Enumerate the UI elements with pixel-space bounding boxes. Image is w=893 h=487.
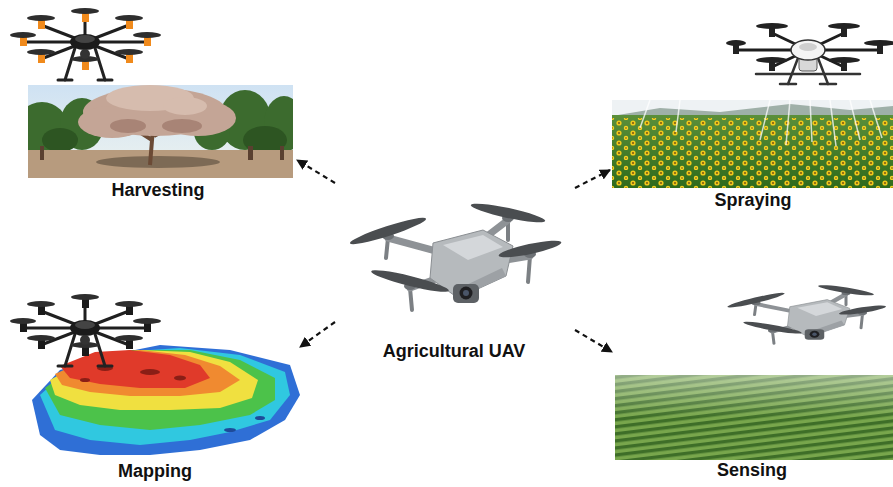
spraying-drone: [726, 23, 893, 84]
dashed-arrow: [575, 330, 612, 352]
spraying-panel: Spraying: [610, 15, 893, 212]
sensing-drone: [726, 283, 886, 343]
octocopter-drone: [10, 8, 161, 80]
center-drone-panel: Agricultural UAV: [335, 175, 575, 370]
dashed-arrow: [297, 160, 335, 183]
node-label: Agricultural UAV: [383, 341, 526, 362]
orchard-photo: [28, 85, 293, 178]
harvesting-panel: Harvesting: [5, 0, 297, 205]
sensing-panel: Sensing: [612, 280, 893, 487]
node-label: Harvesting: [111, 180, 204, 201]
central-drone: [348, 200, 562, 310]
mapping-panel: Mapping: [5, 285, 300, 487]
node-label: Mapping: [118, 461, 192, 482]
spray-jets: [770, 76, 870, 100]
sunflower-field-photo: [612, 100, 893, 188]
node-label: Sensing: [717, 460, 787, 481]
dashed-arrow: [575, 170, 610, 188]
mapping-drone: [10, 294, 161, 366]
terrain-map: [32, 345, 300, 455]
node-label: Spraying: [714, 190, 791, 211]
crop-field-photo: [615, 375, 893, 460]
dashed-arrow: [300, 322, 335, 347]
